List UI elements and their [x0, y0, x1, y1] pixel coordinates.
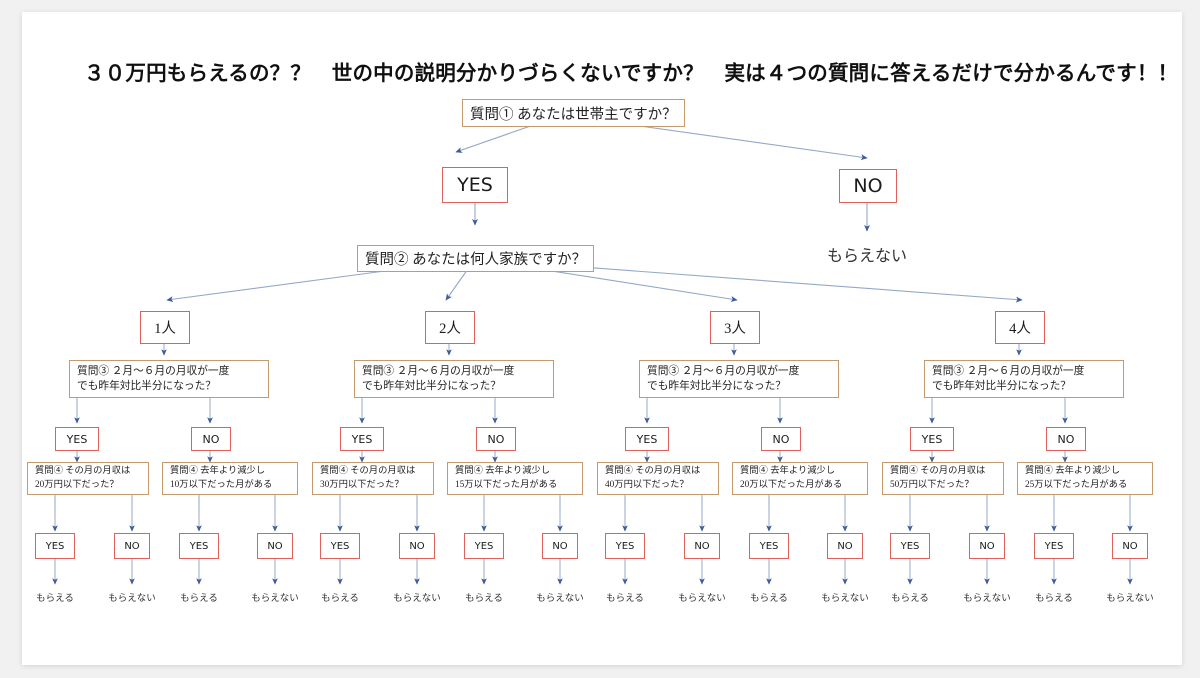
final-answer-yes-col1-slot3[interactable]: YES: [179, 533, 219, 559]
result-label-col3-slot1: もらえる: [606, 594, 644, 604]
result-label-col3-slot3: もらえる: [750, 594, 788, 604]
family-box-3[interactable]: 3人: [710, 311, 760, 344]
family-box-2[interactable]: 2人: [425, 311, 475, 344]
question-3-box-col2[interactable]: 質問③ ２月～６月の月収が一度でも昨年対比半分になった？: [354, 360, 554, 398]
result-label-col3-slot4: もらえない: [821, 594, 869, 604]
result-label-col4-slot2: もらえない: [963, 594, 1011, 604]
final-answer-no-col4-slot4[interactable]: NO: [1112, 533, 1148, 559]
result-label-col1-slot4: もらえない: [251, 594, 299, 604]
result-label-col1-slot3: もらえる: [180, 594, 218, 604]
result-label-col4-slot4: もらえない: [1106, 594, 1154, 604]
question-2-box[interactable]: 質問② あなたは何人家族ですか？: [357, 245, 595, 272]
page-title: ３０万円もらえるの？？ 世の中の説明分かりづらくないですか？ 実は４つの質問に答…: [84, 61, 1179, 85]
final-answer-yes-col3-slot1[interactable]: YES: [605, 533, 645, 559]
final-answer-no-col1-slot4[interactable]: NO: [257, 533, 293, 559]
q1-answer-no[interactable]: NO: [839, 169, 897, 203]
q3-answer-no-col1[interactable]: NO: [191, 427, 231, 451]
q3-answer-no-col2[interactable]: NO: [476, 427, 516, 451]
question-3-box-col3[interactable]: 質問③ ２月～６月の月収が一度でも昨年対比半分になった？: [639, 360, 839, 398]
question-3-box-col4[interactable]: 質問③ ２月～６月の月収が一度でも昨年対比半分になった？: [924, 360, 1124, 398]
result-label-col2-slot1: もらえる: [321, 594, 359, 604]
result-label-col3-slot2: もらえない: [678, 594, 726, 604]
final-answer-yes-col3-slot3[interactable]: YES: [749, 533, 789, 559]
result-label-col4-slot3: もらえる: [1035, 594, 1073, 604]
final-answer-no-col3-slot4[interactable]: NO: [827, 533, 863, 559]
q3-answer-yes-col3[interactable]: YES: [625, 427, 669, 451]
family-box-1[interactable]: 1人: [140, 311, 190, 344]
slide-card: ３０万円もらえるの？？ 世の中の説明分かりづらくないですか？ 実は４つの質問に答…: [22, 12, 1182, 665]
q1-no-result: もらえない: [826, 248, 907, 265]
final-answer-no-col2-slot2[interactable]: NO: [399, 533, 435, 559]
final-answer-no-col1-slot2[interactable]: NO: [114, 533, 150, 559]
final-answer-no-col3-slot2[interactable]: NO: [684, 533, 720, 559]
q3-answer-no-col4[interactable]: NO: [1046, 427, 1086, 451]
question-3-box-col1[interactable]: 質問③ ２月～６月の月収が一度でも昨年対比半分になった？: [69, 360, 269, 398]
final-answer-yes-col2-slot1[interactable]: YES: [320, 533, 360, 559]
q3-answer-yes-col2[interactable]: YES: [340, 427, 384, 451]
final-answer-no-col4-slot2[interactable]: NO: [969, 533, 1005, 559]
family-box-4[interactable]: 4人: [995, 311, 1045, 344]
result-label-col1-slot1: もらえる: [36, 594, 74, 604]
result-label-col2-slot4: もらえない: [536, 594, 584, 604]
q3-answer-no-col3[interactable]: NO: [761, 427, 801, 451]
final-answer-yes-col2-slot3[interactable]: YES: [464, 533, 504, 559]
final-answer-no-col2-slot4[interactable]: NO: [542, 533, 578, 559]
q3-answer-yes-col4[interactable]: YES: [910, 427, 954, 451]
result-label-col2-slot2: もらえない: [393, 594, 441, 604]
result-label-col4-slot1: もらえる: [891, 594, 929, 604]
q1-answer-yes[interactable]: YES: [442, 167, 508, 203]
result-label-col1-slot2: もらえない: [108, 594, 156, 604]
q3-answer-yes-col1[interactable]: YES: [55, 427, 99, 451]
result-label-col2-slot3: もらえる: [465, 594, 503, 604]
final-answer-yes-col1-slot1[interactable]: YES: [35, 533, 75, 559]
question-1-box[interactable]: 質問① あなたは世帯主ですか？: [462, 99, 685, 127]
final-answer-yes-col4-slot1[interactable]: YES: [890, 533, 930, 559]
final-answer-yes-col4-slot3[interactable]: YES: [1034, 533, 1074, 559]
